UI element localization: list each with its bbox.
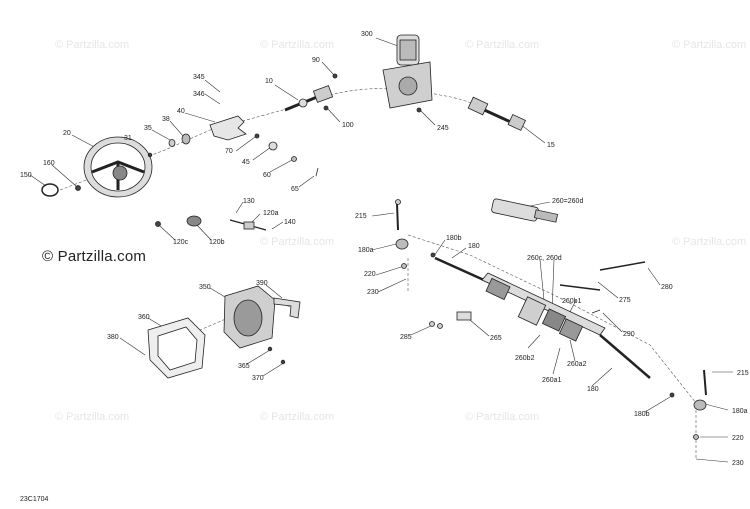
- callout-346: 346: [193, 91, 205, 98]
- callout-140: 140: [284, 219, 296, 226]
- callout-120b: 120b: [209, 239, 225, 246]
- ring-part-150: [41, 183, 59, 197]
- lower-shaft-part: [467, 96, 526, 131]
- callout-38: 38: [162, 116, 170, 123]
- gasket-part: [147, 317, 206, 379]
- watermark-text: © Partzilla.com: [260, 411, 334, 423]
- callout-150: 150: [20, 172, 32, 179]
- callout-180b-right: 180b: [634, 411, 650, 418]
- steering-shaft-part: [284, 85, 334, 112]
- callout-180a-right: 180a: [732, 408, 748, 415]
- callout-380: 380: [107, 334, 119, 341]
- assembly-axes: [59, 88, 701, 460]
- callout-90: 90: [312, 57, 320, 64]
- callout-65: 65: [291, 186, 299, 193]
- callout-365: 365: [238, 363, 250, 370]
- callout-10: 10: [265, 78, 273, 85]
- callout-215-left: 215: [355, 213, 367, 220]
- watermark-text: © Partzilla.com: [672, 39, 746, 51]
- callout-290: 290: [623, 331, 635, 338]
- parts: [41, 34, 707, 440]
- callout-120c: 120c: [173, 239, 189, 246]
- nut-part-160: [75, 185, 81, 191]
- callout-45: 45: [242, 159, 250, 166]
- callout-260b1: 260b1: [562, 298, 582, 305]
- callout-31: 31: [124, 135, 132, 142]
- steering-cover-part: [223, 285, 276, 349]
- drawing-code: 23C1704: [20, 496, 49, 503]
- callout-260b2: 260b2: [515, 355, 535, 362]
- callout-15: 15: [547, 142, 555, 149]
- callout-60: 60: [263, 172, 271, 179]
- callout-260-260d: 260=260d: [552, 198, 583, 205]
- callout-275: 275: [619, 297, 631, 304]
- callout-100: 100: [342, 122, 354, 129]
- watermark-text: © Partzilla.com: [465, 39, 539, 51]
- callout-130: 130: [243, 198, 255, 205]
- watermark-text: © Partzilla.com: [260, 236, 334, 248]
- watermark-layer: © Partzilla.com © Partzilla.com © Partzill…: [55, 39, 746, 423]
- callout-360: 360: [138, 314, 150, 321]
- callout-265: 265: [490, 335, 502, 342]
- callout-280: 280: [661, 284, 673, 291]
- watermark-text: © Partzilla.com: [465, 411, 539, 423]
- callout-180-right: 180: [587, 386, 599, 393]
- callout-350: 350: [199, 284, 211, 291]
- callout-285: 285: [400, 334, 412, 341]
- callout-345: 345: [193, 74, 205, 81]
- callout-70: 70: [225, 148, 233, 155]
- callout-230-left: 230: [367, 289, 379, 296]
- steering-rack-part: [434, 256, 651, 379]
- callout-245: 245: [437, 125, 449, 132]
- callout-215-right: 215: [737, 370, 749, 377]
- callout-20: 20: [63, 130, 71, 137]
- callout-370: 370: [252, 375, 264, 382]
- pinion-part: [491, 198, 559, 223]
- callout-220-left: 220: [364, 271, 376, 278]
- watermark-text: © Partzilla.com: [55, 39, 129, 51]
- callout-390: 390: [256, 280, 268, 287]
- callout-labels: 300 90 10 345 346 40 100 245 15 20 31 35…: [20, 31, 749, 467]
- brand-text: © Partzilla.com: [42, 248, 147, 265]
- callout-260c-260d: 260c, 260d: [527, 255, 562, 262]
- callout-230-right: 230: [732, 460, 744, 467]
- watermark-text: © Partzilla.com: [672, 236, 746, 248]
- callout-35: 35: [144, 125, 152, 132]
- callout-40: 40: [177, 108, 185, 115]
- power-steering-unit-part: [382, 34, 433, 109]
- callout-180-left: 180: [468, 243, 480, 250]
- callout-180a-left: 180a: [358, 247, 374, 254]
- steering-wheel-part: [83, 136, 153, 198]
- callout-260a2: 260a2: [567, 361, 587, 368]
- callout-120a: 120a: [263, 210, 279, 217]
- callout-260a1: 260a1: [542, 377, 562, 384]
- callout-160: 160: [43, 160, 55, 167]
- callout-300: 300: [361, 31, 373, 38]
- callout-180b-left: 180b: [446, 235, 462, 242]
- watermark-text: © Partzilla.com: [260, 39, 334, 51]
- callout-220-right: 220: [732, 435, 744, 442]
- watermark-text: © Partzilla.com: [55, 411, 129, 423]
